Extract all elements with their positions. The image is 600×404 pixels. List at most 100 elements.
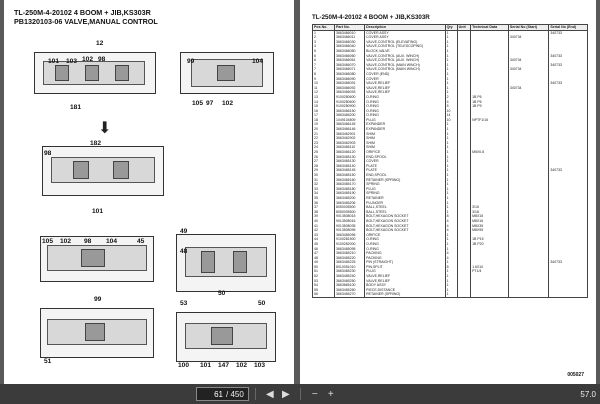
- table-cell: [456, 150, 472, 155]
- table-cell: [470, 35, 509, 40]
- table-cell: [456, 292, 472, 299]
- table-cell: 56: [312, 292, 335, 299]
- page-code: 005027: [567, 372, 584, 378]
- table-cell: [548, 71, 588, 77]
- separator: [254, 388, 256, 400]
- page-navigator: / 450: [196, 387, 249, 401]
- table-cell: [456, 228, 472, 233]
- table-cell: 1B P15: [470, 237, 509, 242]
- table-cell: [456, 140, 472, 146]
- table-cell: [548, 108, 588, 114]
- parts-list-title: TL-250M-4-20102 4 BOOM + JIB,KS303R: [312, 14, 430, 21]
- table-cell: [456, 39, 472, 45]
- table-cell: [470, 246, 509, 252]
- table-cell: [470, 71, 509, 77]
- table-cell: [456, 283, 472, 288]
- zoom-in-button[interactable]: +: [327, 388, 334, 400]
- table-cell: [470, 136, 509, 141]
- callout: 98: [98, 56, 106, 63]
- callout: 103: [254, 362, 266, 369]
- table-cell: [456, 94, 472, 100]
- table-cell: [548, 255, 588, 261]
- callout: 48: [180, 248, 188, 255]
- table-cell: [456, 260, 472, 265]
- table-cell: M8X15: [470, 214, 509, 219]
- table-cell: [456, 278, 472, 284]
- table-cell: [470, 154, 509, 160]
- table-cell: [470, 278, 509, 284]
- table-cell: [548, 150, 588, 155]
- table-cell: [470, 260, 509, 265]
- callout: 45: [137, 238, 145, 245]
- left-page: TL-250M-4-20102 4 BOOM + JIB,KS303R PB13…: [4, 0, 294, 384]
- table-cell: 340733: [548, 81, 588, 86]
- zoom-out-button[interactable]: −: [311, 388, 318, 400]
- column-header: Unit: [456, 24, 472, 31]
- table-cell: [470, 186, 509, 192]
- table-cell: [548, 251, 588, 256]
- table-cell: [456, 71, 472, 77]
- previous-page-button[interactable]: ◀: [265, 388, 274, 400]
- table-cell: RETAINER (SPRING): [364, 292, 446, 299]
- table-cell: [456, 127, 472, 132]
- table-cell: [548, 182, 588, 187]
- table-cell: [548, 35, 588, 40]
- valve-figure-middle: [42, 146, 164, 196]
- table-cell: 3/16: [470, 205, 509, 210]
- callout: 51: [44, 358, 52, 365]
- table-cell: [548, 209, 588, 215]
- next-page-button[interactable]: ▶: [281, 388, 290, 400]
- table-cell: [456, 173, 472, 178]
- viewer-toolbar: / 450 ◀ ▶ − + 57.0: [0, 384, 600, 404]
- table-cell: [548, 232, 588, 238]
- table-cell: [548, 39, 588, 45]
- table-cell: [548, 154, 588, 160]
- table-cell: [470, 232, 509, 238]
- valve-figure-bottom-right: [176, 312, 276, 362]
- table-cell: [470, 251, 509, 256]
- table-cell: [548, 283, 588, 288]
- table-cell: [456, 104, 472, 109]
- table-cell: [470, 81, 509, 86]
- table-cell: [456, 269, 472, 275]
- title-line-1: TL-250M-4-20102 4 BOOM + JIB,KS303R: [14, 8, 151, 17]
- table-cell: [456, 62, 472, 68]
- table-cell: [548, 145, 588, 151]
- callout: 101: [200, 362, 212, 369]
- table-cell: [470, 159, 509, 164]
- valve-figure-top: [34, 52, 156, 94]
- table-cell: 1: [444, 292, 458, 299]
- table-cell: [470, 287, 509, 293]
- table-cell: [456, 67, 472, 72]
- table-cell: [456, 117, 472, 123]
- table-cell: [470, 58, 509, 63]
- table-cell: [548, 85, 588, 91]
- diagram-title: TL-250M-4-20102 4 BOOM + JIB,KS303R PB13…: [14, 8, 158, 26]
- page-number-input[interactable]: [201, 389, 223, 399]
- table-cell: [456, 251, 472, 256]
